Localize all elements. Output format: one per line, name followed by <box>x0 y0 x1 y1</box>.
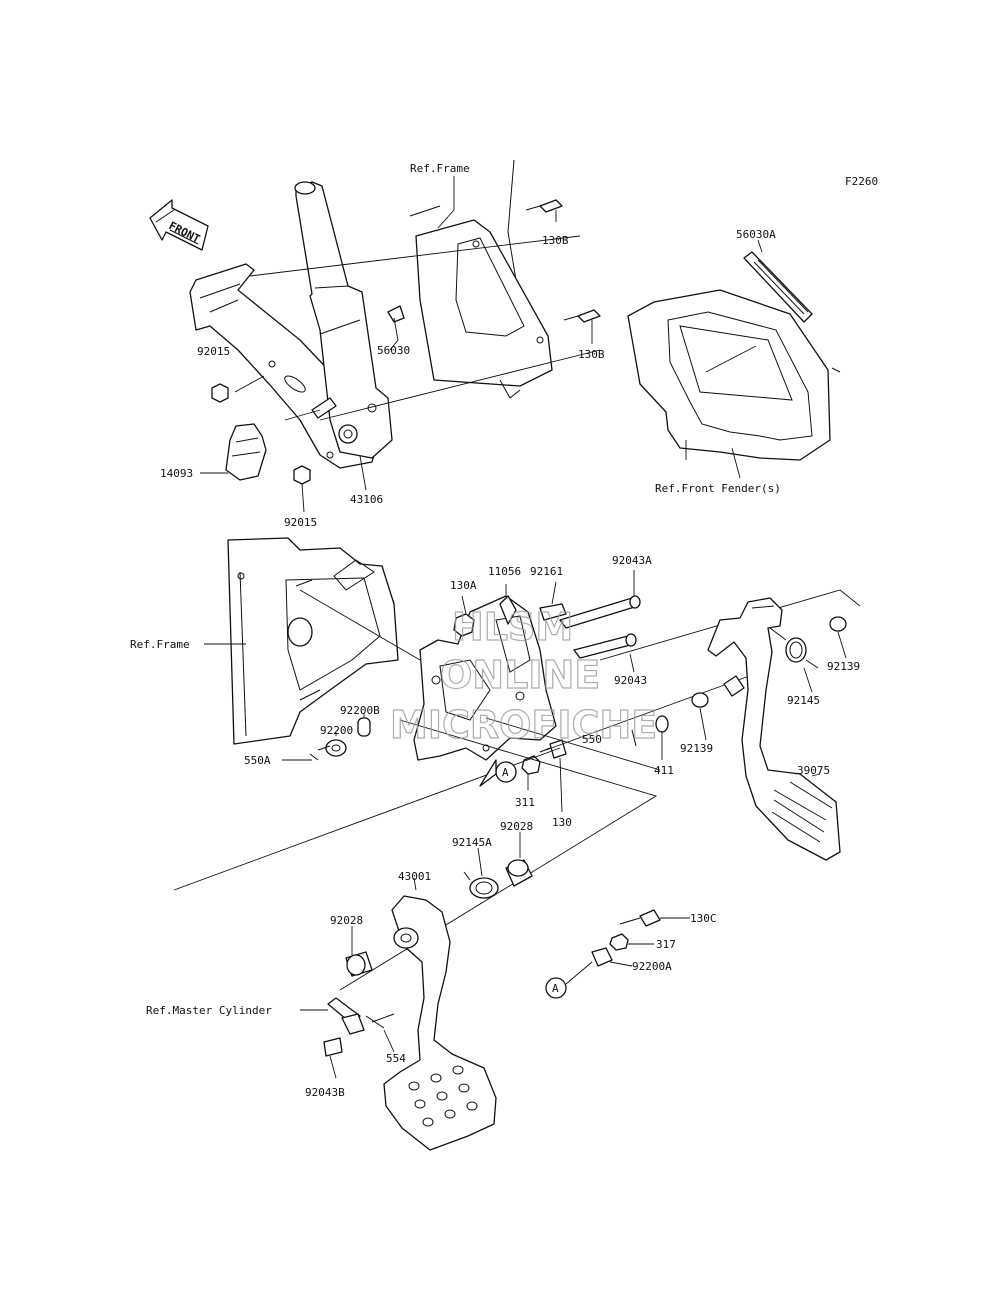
frame-reference-lower <box>204 537 421 745</box>
part-label-56030: 56030 <box>377 344 410 357</box>
ref-frame-top-label: Ref.Frame <box>410 162 470 175</box>
part-label-92161: 92161 <box>530 565 563 578</box>
watermark: HLSM ONLINE MICROFICHE <box>389 604 657 747</box>
ref-master-cylinder-label: Ref.Master Cylinder <box>146 1004 272 1017</box>
accelerator-pedal-assembly <box>691 597 847 861</box>
front-fender-reference <box>627 239 841 479</box>
part-label-317: 317 <box>656 938 676 951</box>
brake-pedal-pad-holes <box>408 1065 478 1127</box>
part-label-92145A: 92145A <box>452 836 492 849</box>
part-label-554: 554 <box>386 1052 406 1065</box>
ref-front-fender-label: Ref.Front Fender(s) <box>655 482 781 495</box>
part-label-56030A: 56030A <box>736 228 776 241</box>
callout-marker-lower-label: A <box>552 982 559 995</box>
part-label-550A: 550A <box>244 754 271 767</box>
part-label-43106: 43106 <box>350 493 383 506</box>
part-label-92028-upper: 92028 <box>500 820 533 833</box>
part-label-130B-upper: 130B <box>542 234 569 247</box>
pedal-bracket-assembly <box>173 570 861 991</box>
watermark-line-1: HLSM <box>452 605 573 649</box>
figure-code: F2260 <box>845 175 878 188</box>
part-label-92015-upper: 92015 <box>197 345 230 358</box>
part-label-92200: 92200 <box>320 724 353 737</box>
part-label-92028-lower: 92028 <box>330 914 363 927</box>
part-label-92145: 92145 <box>787 694 820 707</box>
part-label-92015-lower: 92015 <box>284 516 317 529</box>
part-label-92200B: 92200B <box>340 704 380 717</box>
parking-brake-lever-assembly <box>189 181 405 513</box>
part-label-130A: 130A <box>450 579 477 592</box>
front-direction-arrow: FRONT <box>149 199 209 251</box>
frame-reference-top <box>249 159 601 421</box>
part-label-43001: 43001 <box>398 870 431 883</box>
part-label-411: 411 <box>654 764 674 777</box>
part-label-92043A: 92043A <box>612 554 652 567</box>
part-label-14093: 14093 <box>160 467 193 480</box>
part-label-92139-right: 92139 <box>827 660 860 673</box>
part-label-130B-lower: 130B <box>578 348 605 361</box>
callout-marker-upper: A <box>479 759 517 787</box>
brake-pedal-assembly <box>300 832 690 1151</box>
watermark-line-2: ONLINE <box>440 653 600 697</box>
part-label-92043: 92043 <box>614 674 647 687</box>
part-label-92043B: 92043B <box>305 1086 345 1099</box>
part-label-39075: 39075 <box>797 764 830 777</box>
callout-marker-lower: A <box>545 977 567 999</box>
part-label-130C: 130C <box>690 912 717 925</box>
part-label-92200A: 92200A <box>632 960 672 973</box>
callout-marker-upper-label: A <box>502 766 509 779</box>
part-label-92139-left: 92139 <box>680 742 713 755</box>
part-label-550: 550 <box>582 733 602 746</box>
part-label-311: 311 <box>515 796 535 809</box>
part-label-11056: 11056 <box>488 565 521 578</box>
watermark-line-3: MICROFICHE <box>390 703 657 747</box>
ref-frame-mid-label: Ref.Frame <box>130 638 190 651</box>
part-label-130: 130 <box>552 816 572 829</box>
